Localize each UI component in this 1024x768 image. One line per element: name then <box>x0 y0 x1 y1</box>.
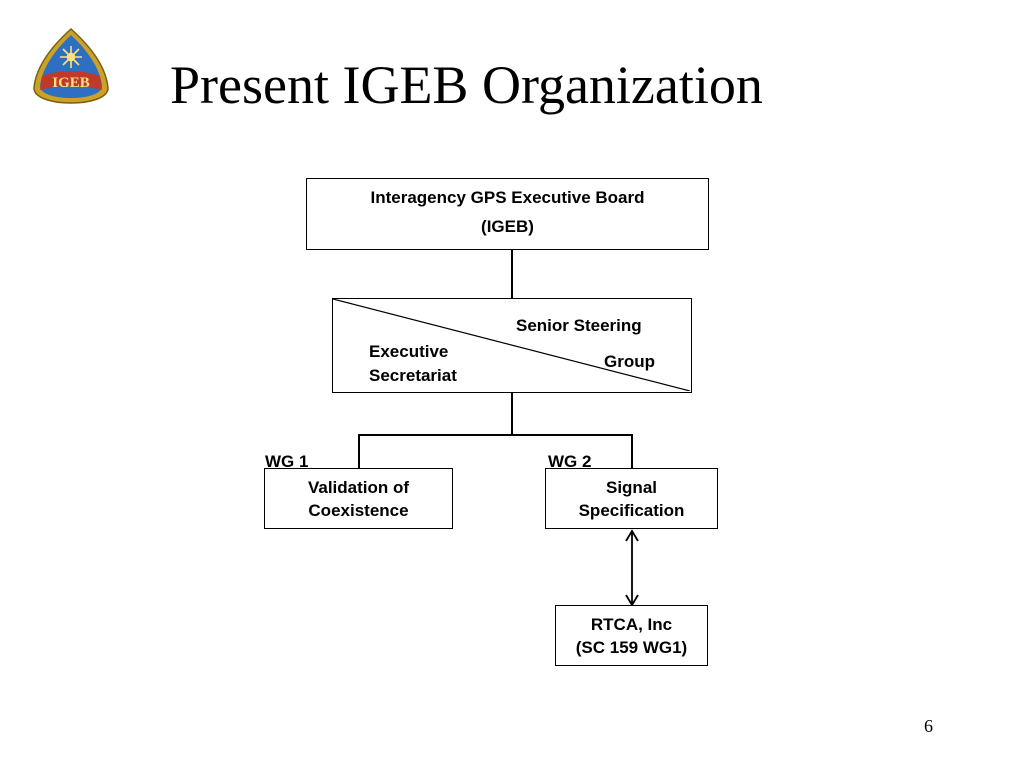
secretariat-line1: Executive <box>369 342 449 361</box>
wg1-box: Validation of Coexistence <box>264 468 453 529</box>
wg1-line1: Validation of <box>307 478 410 497</box>
double-arrow-icon <box>625 529 639 607</box>
board-abbrev: (IGEB) <box>481 217 534 236</box>
connector-horizontal-bus <box>358 434 632 436</box>
page-number: 6 <box>924 716 933 736</box>
rtca-line2: (SC 159 WG1) <box>575 638 688 657</box>
diagonal-divider <box>333 299 690 391</box>
rtca-box: RTCA, Inc (SC 159 WG1) <box>555 605 708 666</box>
connector-to-wg1 <box>358 434 360 469</box>
compass-icon <box>60 46 82 68</box>
wg2-box: Signal Specification <box>545 468 718 529</box>
steering-group-line1: Senior Steering <box>516 316 642 335</box>
wg1-line2: Coexistence <box>308 501 409 520</box>
steering-group-line2: Group <box>604 352 655 371</box>
connector-to-wg2 <box>631 434 633 469</box>
wg2-line1: Signal <box>605 478 657 497</box>
connector-board-to-steering <box>511 249 513 299</box>
igeb-logo: IGEB <box>33 27 109 104</box>
slide-title: Present IGEB Organization <box>170 55 763 115</box>
board-name: Interagency GPS Executive Board <box>370 188 645 207</box>
board-box: Interagency GPS Executive Board (IGEB) <box>306 178 709 250</box>
wg2-line2: Specification <box>578 501 685 520</box>
wg2-label: WG 2 <box>548 452 592 471</box>
wg1-label: WG 1 <box>265 452 309 471</box>
logo-text: IGEB <box>52 75 90 91</box>
steering-secretariat-box: Senior Steering Group Executive Secretar… <box>332 298 692 393</box>
connector-steering-down <box>511 392 513 435</box>
secretariat-line2: Secretariat <box>369 366 457 385</box>
rtca-line1: RTCA, Inc <box>590 615 673 634</box>
